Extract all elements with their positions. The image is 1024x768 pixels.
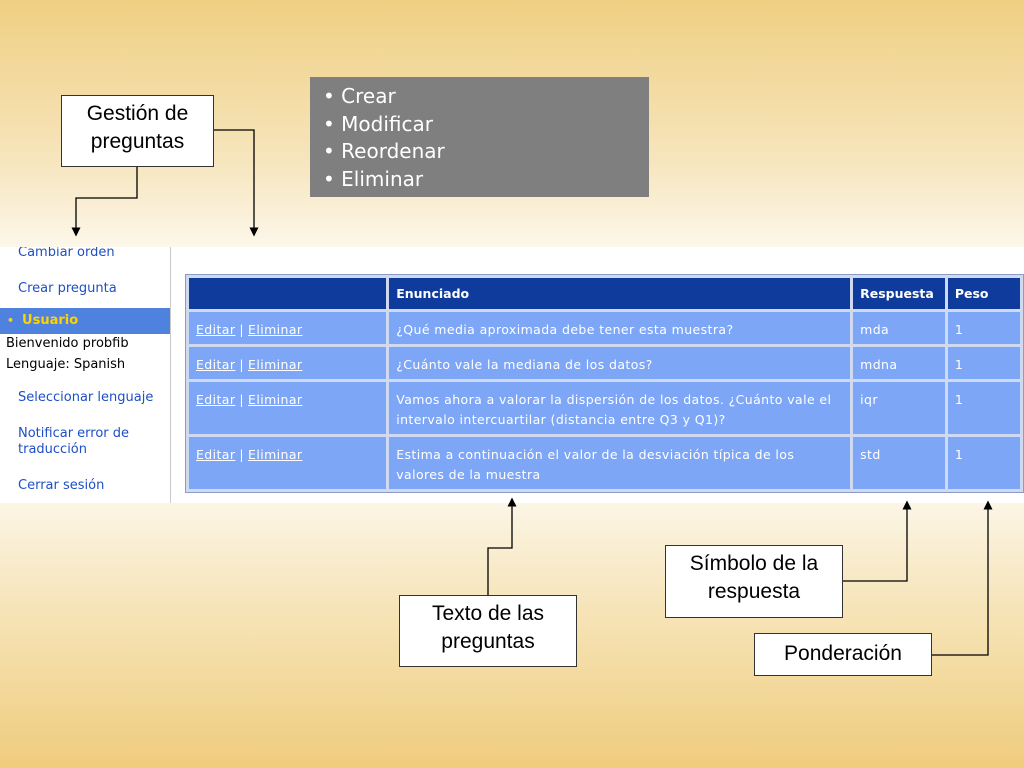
cell-respuesta: mdna — [853, 347, 945, 379]
callout-label: Ponderación — [784, 642, 902, 665]
column-header-respuesta: Respuesta — [853, 278, 945, 309]
cell-enunciado: Vamos ahora a valorar la dispersión de l… — [389, 382, 851, 434]
action-item-reordenar: • Reordenar — [323, 138, 649, 166]
callout-line-2: respuesta — [707, 579, 801, 603]
action-item-crear: • Crear — [323, 83, 649, 111]
callout-line-2: preguntas — [90, 129, 185, 153]
row-actions: Editar|Eliminar — [189, 437, 387, 489]
callout-ponderacion: Ponderación — [754, 633, 932, 676]
connector-gestion-right — [214, 129, 259, 237]
cell-peso: 1 — [947, 312, 1020, 344]
bullet: • — [323, 111, 335, 136]
column-header-enunciado: Enunciado — [389, 278, 851, 309]
table-row: Editar|Eliminar Estima a continuación el… — [189, 437, 1020, 489]
action-item-eliminar: • Eliminar — [323, 166, 649, 194]
cell-peso: 1 — [947, 347, 1020, 379]
edit-link[interactable]: Editar — [196, 447, 236, 462]
edit-link[interactable]: Editar — [196, 322, 236, 337]
cell-enunciado: Estima a continuación el valor de la des… — [389, 437, 851, 489]
action-label: Modificar — [341, 111, 433, 136]
sidebar-item-label-line-1: Notificar error de — [18, 426, 130, 441]
edit-link[interactable]: Editar — [196, 357, 236, 372]
sidebar-item-usuario[interactable]: • Usuario — [0, 308, 170, 334]
cell-enunciado: ¿Cuánto vale la mediana de los datos? — [389, 347, 851, 379]
column-header-actions — [189, 278, 387, 309]
separator: | — [239, 392, 245, 407]
delete-link[interactable]: Eliminar — [248, 322, 303, 337]
language-text: Lenguaje: Spanish — [6, 357, 126, 372]
cell-enunciado: ¿Qué media aproximada debe tener esta mu… — [389, 312, 851, 344]
cell-peso: 1 — [947, 382, 1020, 434]
sidebar-item-seleccionar-lenguaje[interactable]: Seleccionar lenguaje — [18, 390, 154, 405]
connector-texto — [487, 497, 517, 595]
action-label: Reordenar — [341, 139, 445, 163]
callout-simbolo-respuesta: Símbolo de la respuesta — [665, 545, 843, 618]
connector-simbolo — [843, 500, 912, 582]
bullet-icon: • — [7, 314, 15, 327]
sidebar-item-label: Usuario — [22, 313, 79, 328]
sidebar: Cambiar orden Crear pregunta • Usuario Bi… — [0, 247, 171, 503]
sidebar-item-crear-pregunta[interactable]: Crear pregunta — [18, 281, 117, 296]
delete-link[interactable]: Eliminar — [248, 357, 303, 372]
questions-table: Enunciado Respuesta Peso Editar|Eliminar… — [185, 274, 1024, 493]
sidebar-item-notificar-error[interactable]: Notificar error de traducción — [18, 426, 129, 458]
separator: | — [239, 357, 245, 372]
connector-ponderacion — [932, 500, 993, 656]
sidebar-item-label-line-2: traducción — [18, 442, 87, 457]
app-screenshot: Cambiar orden Crear pregunta • Usuario Bi… — [0, 247, 1024, 503]
callout-line-1: Símbolo de la — [689, 552, 819, 575]
row-actions: Editar|Eliminar — [189, 347, 387, 379]
callout-gestion-preguntas: Gestión de preguntas — [61, 95, 214, 167]
cell-peso: 1 — [947, 437, 1020, 489]
callout-line-1: Texto de las — [431, 602, 545, 625]
callout-line-1: Gestión de — [86, 102, 189, 125]
table-row: Editar|Eliminar Vamos ahora a valorar la… — [189, 382, 1020, 434]
table-header-row: Enunciado Respuesta Peso — [189, 278, 1020, 309]
action-label: Eliminar — [341, 166, 424, 191]
delete-link[interactable]: Eliminar — [248, 392, 303, 407]
edit-link[interactable]: Editar — [196, 392, 236, 407]
cell-respuesta: iqr — [853, 382, 945, 434]
row-actions: Editar|Eliminar — [189, 312, 387, 344]
action-item-modificar: • Modificar — [323, 111, 649, 139]
cell-respuesta: std — [853, 437, 945, 489]
separator: | — [239, 447, 245, 462]
cell-respuesta: mda — [853, 312, 945, 344]
sidebar-item-cerrar-sesion[interactable]: Cerrar sesión — [18, 478, 105, 493]
column-header-peso: Peso — [947, 278, 1020, 309]
bullet: • — [323, 139, 335, 163]
callout-texto-preguntas: Texto de las preguntas — [399, 595, 577, 667]
welcome-text: Bienvenido probfib — [6, 336, 129, 351]
table-row: Editar|Eliminar ¿Cuánto vale la mediana … — [189, 347, 1020, 379]
connector-gestion-left — [71, 167, 138, 237]
row-actions: Editar|Eliminar — [189, 382, 387, 434]
delete-link[interactable]: Eliminar — [248, 447, 303, 462]
bullet: • — [323, 84, 335, 108]
action-label: Crear — [341, 84, 396, 108]
bullet: • — [323, 166, 335, 191]
sidebar-item-cambiar-orden[interactable]: Cambiar orden — [18, 247, 115, 260]
table-row: Editar|Eliminar ¿Qué media aproximada de… — [189, 312, 1020, 344]
callout-line-2: preguntas — [441, 629, 535, 653]
separator: | — [239, 322, 245, 337]
actions-list-box: • Crear • Modificar • Reordenar • Elimin… — [310, 77, 649, 197]
